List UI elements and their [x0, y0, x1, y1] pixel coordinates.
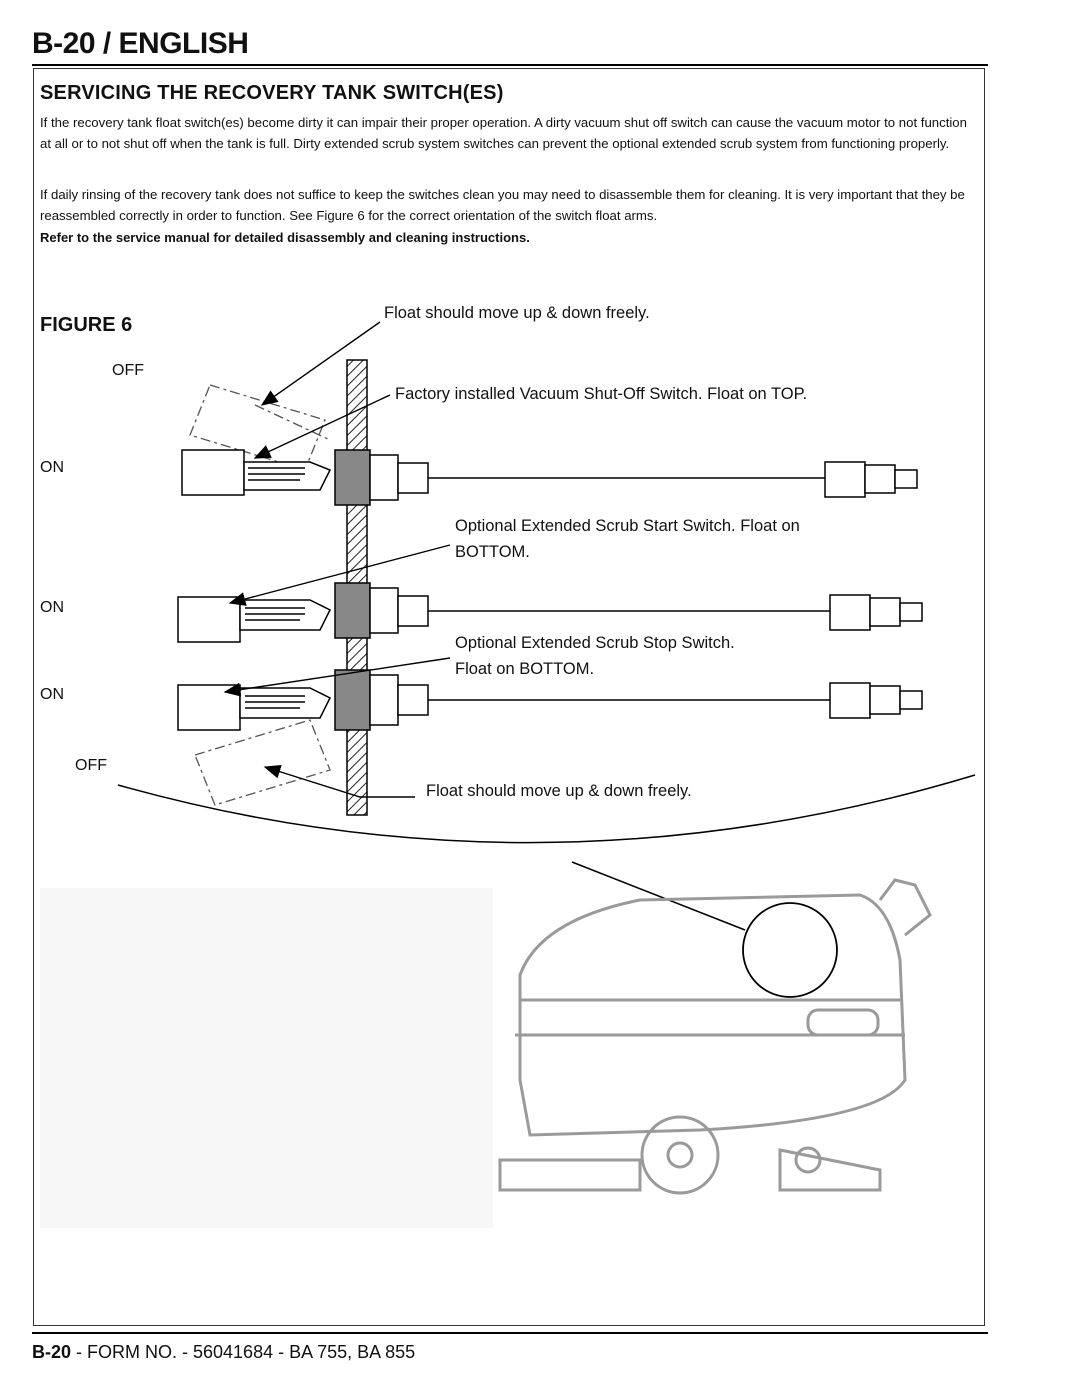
label-on-scrub-start: ON	[40, 599, 64, 616]
page-title: B-20 / ENGLISH	[32, 27, 249, 60]
callout-scrub-stop: Optional Extended Scrub Stop Switch. Flo…	[455, 634, 735, 678]
label-off-top: OFF	[112, 362, 144, 379]
paragraph-service-manual: Refer to the service manual for detailed…	[40, 230, 530, 245]
arrow-float-bottom	[263, 764, 415, 798]
zoom-arc	[117, 774, 976, 844]
header-rule	[32, 64, 988, 66]
label-off-bottom: OFF	[75, 757, 107, 774]
float-off-bottom-ghost	[194, 719, 331, 806]
paragraph-dirty-switches: If the recovery tank float switch(es) be…	[40, 115, 967, 151]
arrow-scrub-stop	[223, 657, 451, 697]
label-on-vacuum: ON	[40, 459, 64, 476]
photo-background	[40, 888, 493, 1228]
footer-form-number: - FORM NO. - 56041684 - BA 755, BA 855	[71, 1342, 416, 1362]
paragraph-disassembly: If daily rinsing of the recovery tank do…	[40, 187, 965, 223]
section-title: SERVICING THE RECOVERY TANK SWITCH(ES)	[40, 82, 504, 104]
switch-vacuum	[181, 449, 918, 506]
page-footer: B-20 - FORM NO. - 56041684 - BA 755, BA …	[32, 1342, 415, 1363]
arrow-float-top	[260, 321, 381, 406]
callout-scrub-start: Optional Extended Scrub Start Switch. Fl…	[455, 517, 800, 561]
content-frame	[33, 68, 985, 1326]
switch-scrub-stop	[177, 669, 923, 731]
callout-float-top: Float should move up & down freely.	[384, 304, 650, 322]
arrow-scrub-start	[228, 544, 451, 606]
page-header: B-20 / ENGLISH	[32, 24, 988, 64]
arrow-vacuum-switch	[253, 394, 391, 459]
scrubber-machine-illustration	[498, 878, 932, 1195]
zoom-leader	[571, 861, 746, 931]
footer-rule	[32, 1332, 988, 1334]
figure-title: FIGURE 6	[40, 314, 133, 336]
footer-page-number: B-20	[32, 1342, 72, 1362]
callout-float-bottom: Float should move up & down freely.	[426, 782, 692, 800]
zoom-circle	[742, 902, 838, 998]
label-on-scrub-stop: ON	[40, 686, 64, 703]
callout-vacuum-switch: Factory installed Vacuum Shut-Off Switch…	[395, 385, 808, 403]
